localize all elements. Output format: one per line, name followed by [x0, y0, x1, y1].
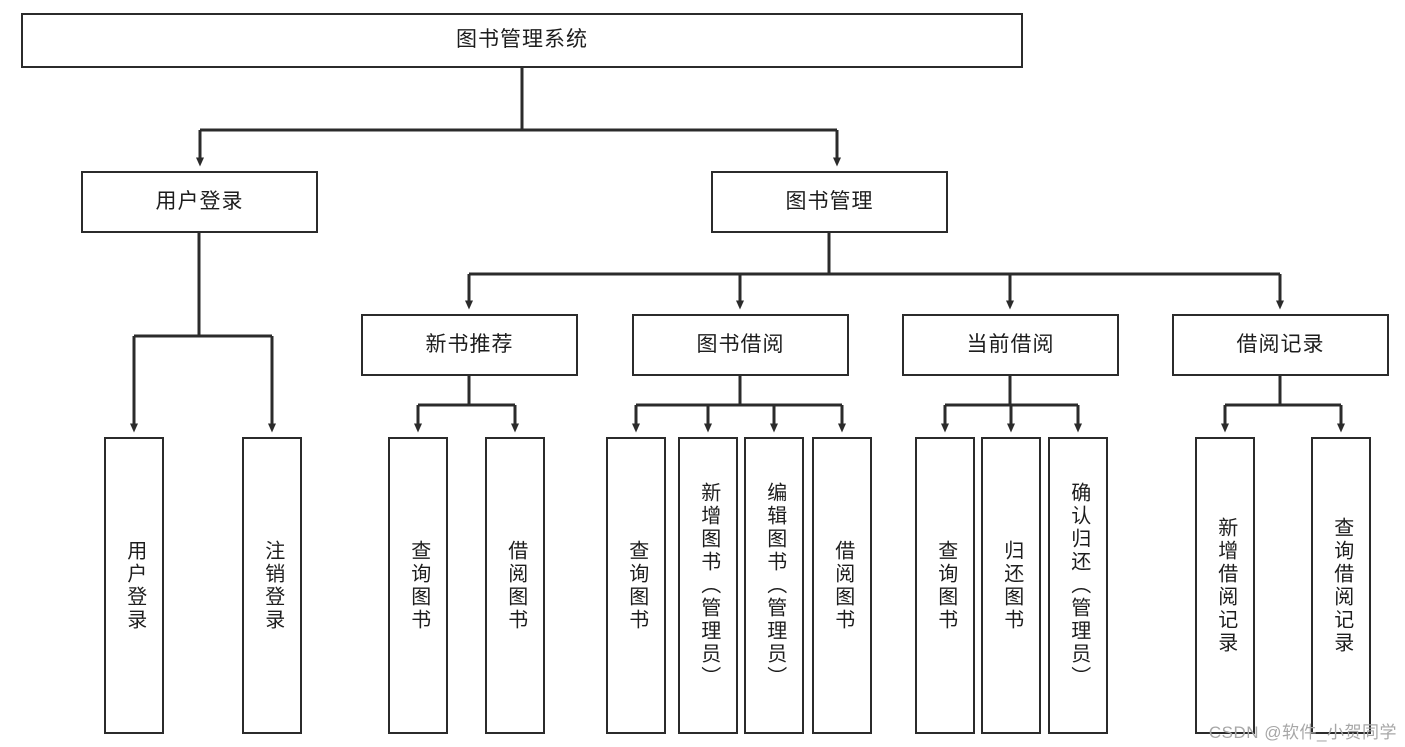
node-leaf-edit-book-label: 编辑图书（管理员） [763, 482, 786, 689]
node-leaf-query-book-bor[interactable]: 查询图书 [606, 437, 666, 734]
node-new-book-recommend-label: 新书推荐 [425, 332, 514, 356]
node-leaf-borrow-book-rec-label: 借阅图书 [504, 539, 527, 632]
node-leaf-return-book-label: 归还图书 [1000, 539, 1023, 632]
node-new-book-recommend[interactable]: 新书推荐 [361, 314, 578, 376]
node-book-borrow-label: 图书借阅 [696, 332, 785, 356]
node-book-borrow[interactable]: 图书借阅 [632, 314, 849, 376]
node-leaf-logout[interactable]: 注销登录 [242, 437, 302, 734]
node-leaf-add-book-label: 新增图书（管理员） [697, 482, 720, 689]
node-borrow-record[interactable]: 借阅记录 [1172, 314, 1389, 376]
node-book-manage[interactable]: 图书管理 [711, 171, 948, 233]
node-leaf-user-login[interactable]: 用户登录 [104, 437, 164, 734]
node-leaf-add-record-label: 新增借阅记录 [1214, 516, 1237, 655]
node-leaf-edit-book[interactable]: 编辑图书（管理员） [744, 437, 804, 734]
node-leaf-query-book-cur[interactable]: 查询图书 [915, 437, 975, 734]
node-leaf-borrow-book-bor-label: 借阅图书 [831, 539, 854, 632]
node-leaf-query-book-rec-label: 查询图书 [407, 539, 430, 632]
node-current-borrow[interactable]: 当前借阅 [902, 314, 1119, 376]
node-leaf-borrow-book-rec[interactable]: 借阅图书 [485, 437, 545, 734]
node-leaf-add-record[interactable]: 新增借阅记录 [1195, 437, 1255, 734]
node-user-login-label: 用户登录 [155, 189, 244, 213]
node-user-login[interactable]: 用户登录 [81, 171, 318, 233]
node-leaf-query-record-label: 查询借阅记录 [1330, 516, 1353, 655]
node-root[interactable]: 图书管理系统 [21, 13, 1023, 68]
node-leaf-query-record[interactable]: 查询借阅记录 [1311, 437, 1371, 734]
node-leaf-add-book[interactable]: 新增图书（管理员） [678, 437, 738, 734]
node-leaf-query-book-cur-label: 查询图书 [934, 539, 957, 632]
node-leaf-return-book[interactable]: 归还图书 [981, 437, 1041, 734]
node-leaf-user-login-label: 用户登录 [123, 539, 146, 632]
node-leaf-logout-label: 注销登录 [261, 539, 284, 632]
node-leaf-confirm-return-label: 确认归还（管理员） [1067, 482, 1090, 689]
node-leaf-query-book-bor-label: 查询图书 [625, 539, 648, 632]
node-book-manage-label: 图书管理 [785, 189, 874, 213]
node-root-label: 图书管理系统 [456, 28, 588, 52]
node-leaf-query-book-rec[interactable]: 查询图书 [388, 437, 448, 734]
node-leaf-confirm-return[interactable]: 确认归还（管理员） [1048, 437, 1108, 734]
node-leaf-borrow-book-bor[interactable]: 借阅图书 [812, 437, 872, 734]
node-borrow-record-label: 借阅记录 [1236, 332, 1325, 356]
node-current-borrow-label: 当前借阅 [966, 332, 1055, 356]
